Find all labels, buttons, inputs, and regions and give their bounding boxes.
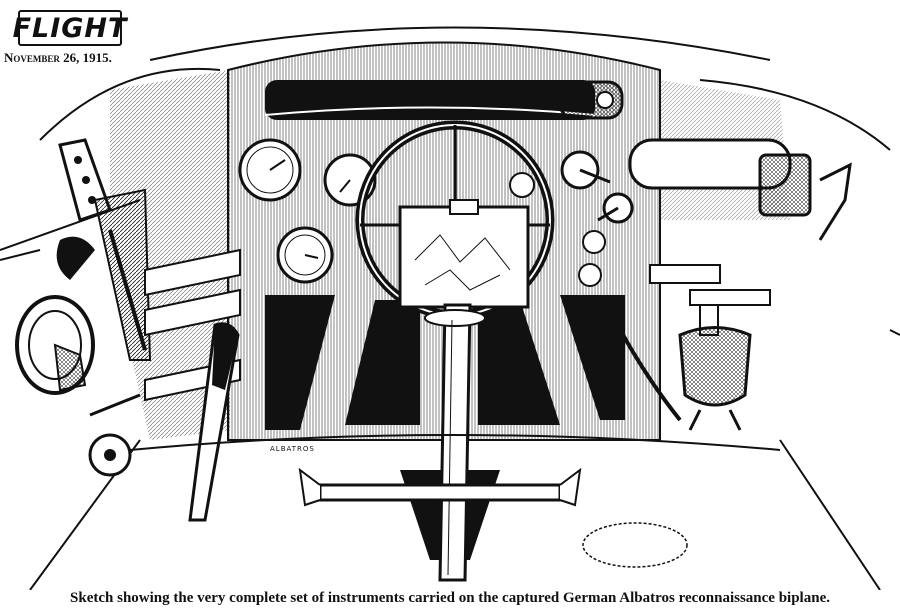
hand-pump [608,289,771,431]
trim-wheel [15,295,95,395]
gauge-right-upper [560,150,611,190]
lower-pulley [88,393,141,477]
figure-caption: Sketch showing the very complete set of … [70,590,830,606]
publication-masthead: FLIGHT [13,10,126,46]
gauge-lower-left [276,226,334,284]
gauge-top-left [238,138,302,202]
floor-edge [129,434,781,451]
gauge-small-center [509,172,535,198]
publication-name: FLIGHT [12,12,128,44]
rudder-bar [298,467,582,507]
cockpit-illustration [0,26,900,590]
foot-well [265,295,625,560]
artist-signature: ALBATROS [270,445,315,453]
right-bracket [649,264,721,284]
issue-date: November 26, 1915. [4,50,112,65]
map-board [398,199,530,309]
fuel-cylinder [628,138,852,241]
gauge-right-middle [597,192,634,224]
gauge-right-lower [578,230,606,287]
floor-hatch [582,522,688,568]
pressure-cylinder [558,80,624,120]
control-lever [188,322,240,522]
throttle-quadrant [56,138,152,361]
